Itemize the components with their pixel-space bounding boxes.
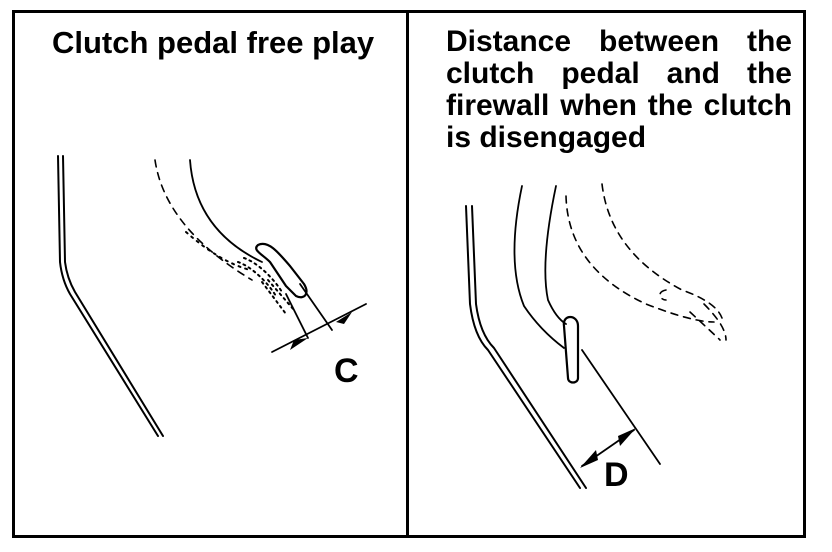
panel-divider xyxy=(406,10,409,538)
right-pedal-arm xyxy=(513,185,567,349)
left-pedal-pad-ghost xyxy=(237,257,295,315)
left-pedal-pad xyxy=(255,242,308,299)
dimension-label-d: D xyxy=(604,456,629,494)
left-dimension-arrowheads xyxy=(290,312,352,350)
left-pedal-arm-dotted xyxy=(185,231,251,271)
right-firewall xyxy=(465,205,587,489)
left-dimension-lines xyxy=(271,283,367,353)
right-pedal-pad xyxy=(562,315,580,384)
left-pedal-arm-dashed xyxy=(154,159,253,281)
right-dimension-arrowheads xyxy=(580,428,636,468)
left-firewall xyxy=(57,155,164,437)
right-dimension-lines xyxy=(581,349,661,467)
diagram-frame xyxy=(12,10,806,538)
firewall-distance-title: Distance between the clutch pedal and th… xyxy=(446,25,792,154)
right-pedal-ghost xyxy=(565,183,727,341)
dimension-label-c: C xyxy=(334,352,359,390)
free-play-title: Clutch pedal free play xyxy=(52,25,375,60)
left-pedal-arm xyxy=(189,159,263,263)
